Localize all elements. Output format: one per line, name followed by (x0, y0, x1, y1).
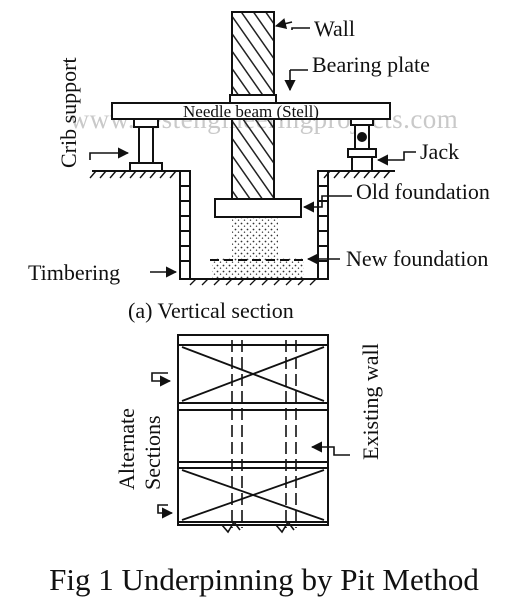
arrow-alternate-top (151, 372, 172, 387)
arrow-old-foundation (302, 195, 352, 213)
arrow-crib-support (89, 147, 130, 160)
new-foundation-upper (232, 218, 278, 258)
ground-hatching (89, 170, 391, 179)
new-foundation-base (212, 258, 304, 278)
pit-bottom-hatching (189, 278, 317, 286)
label-bearing-plate: Bearing plate (312, 52, 430, 77)
plan-view (177, 334, 329, 534)
label-jack: Jack (420, 139, 459, 164)
crib-support (129, 118, 163, 172)
label-old-foundation: Old foundation (356, 179, 490, 204)
existing-wall-lines (231, 340, 297, 528)
label-needle-beam: Needle beam (Stell) (183, 102, 319, 121)
arrow-existing-wall (310, 441, 350, 456)
cross-bracing (181, 346, 325, 521)
wall-upper (231, 11, 275, 103)
arrow-jack (376, 151, 416, 166)
labels: Wall Bearing plate Needle beam (Stell) C… (28, 16, 490, 490)
plan-outline (177, 334, 329, 526)
label-timbering: Timbering (28, 260, 120, 285)
label-sections: Sections (140, 415, 165, 490)
section-dividers (178, 344, 328, 523)
label-crib-support: Crib support (56, 57, 81, 168)
label-vertical-section: (a) Vertical section (128, 298, 294, 323)
break-symbol (221, 520, 241, 534)
label-wall: Wall (314, 16, 355, 41)
label-existing-wall: Existing wall (358, 343, 383, 460)
old-foundation (214, 198, 302, 218)
leader-arrows (89, 18, 416, 519)
label-alternate: Alternate (114, 408, 139, 490)
arrow-alternate-bottom (157, 504, 174, 519)
arrow-wall (291, 27, 310, 30)
jack (347, 118, 377, 172)
label-new-foundation: New foundation (346, 246, 488, 271)
wall-lower (231, 118, 275, 200)
figure-caption: Fig 1 Underpinning by Pit Method (49, 562, 479, 597)
vertical-section (89, 11, 395, 286)
